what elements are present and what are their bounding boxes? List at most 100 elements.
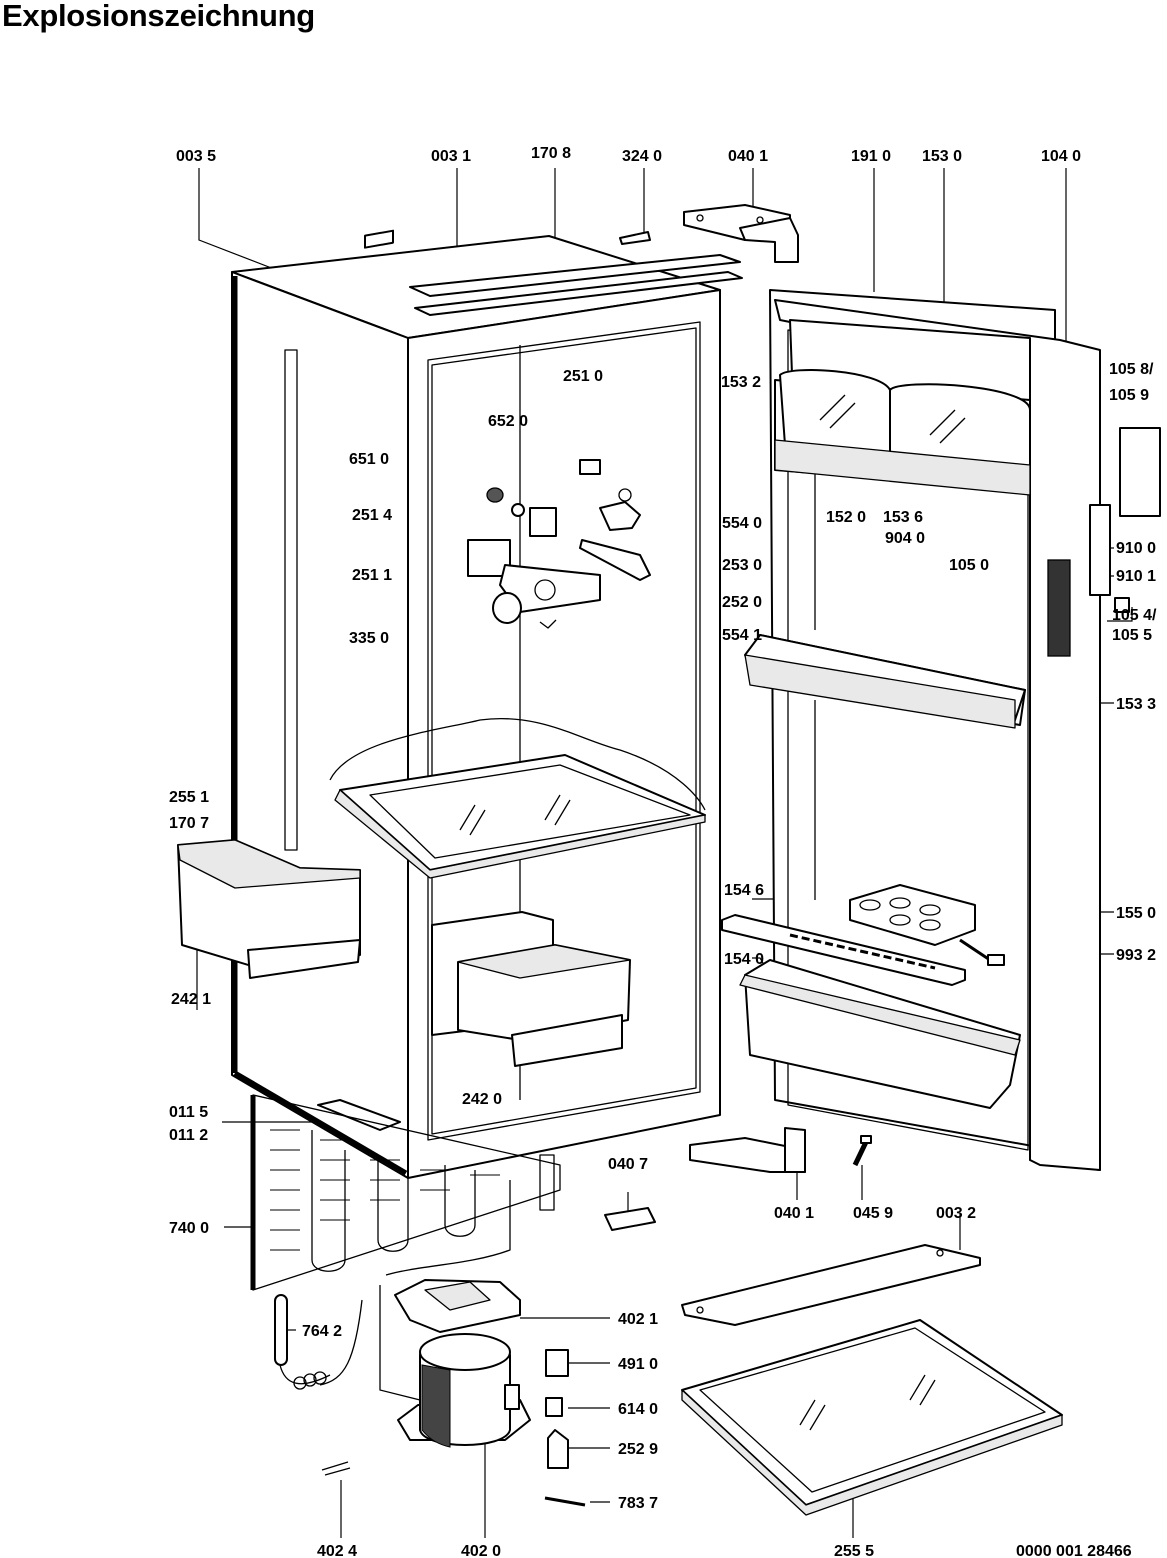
label-4020: 402 0 bbox=[461, 1543, 501, 1558]
refrigerator-cabinet bbox=[231, 235, 721, 1179]
label-1040: 104 0 bbox=[1041, 148, 1081, 165]
label-0401-bottom: 040 1 bbox=[774, 1205, 814, 1222]
label-0459: 045 9 bbox=[853, 1205, 893, 1222]
label-1707: 170 7 bbox=[169, 815, 209, 832]
part-9932 bbox=[959, 938, 1005, 966]
label-2511: 251 1 bbox=[352, 567, 392, 584]
label-5540: 554 0 bbox=[722, 515, 762, 532]
cutaway-outline bbox=[329, 718, 706, 811]
label-7400: 740 0 bbox=[169, 1220, 209, 1237]
bracket-0115 bbox=[317, 1099, 401, 1131]
glass-shelf-2551 bbox=[334, 754, 706, 879]
label-1055: 105 5 bbox=[1112, 627, 1152, 644]
label-7837: 783 7 bbox=[618, 1495, 658, 1512]
label-0112: 011 2 bbox=[169, 1127, 208, 1144]
label-1546: 154 6 bbox=[724, 882, 764, 899]
page-title: Explosionszeichnung bbox=[2, 0, 315, 33]
label-2510: 251 0 bbox=[563, 368, 603, 385]
part-2514 bbox=[511, 503, 525, 517]
label-1540: 154 0 bbox=[724, 951, 764, 968]
clip-0035 bbox=[364, 229, 394, 249]
label-1520: 152 0 bbox=[826, 509, 866, 526]
egg-tray bbox=[849, 884, 976, 946]
part-6140 bbox=[545, 1397, 563, 1417]
glass-shelf-2555 bbox=[681, 1319, 1063, 1516]
label-1050: 105 0 bbox=[949, 557, 989, 574]
condenser-7400 bbox=[250, 1094, 561, 1291]
document-number: 0000 001 28466 bbox=[1016, 1543, 1132, 1558]
label-3350: 335 0 bbox=[349, 630, 389, 647]
label-1910: 191 0 bbox=[851, 148, 891, 165]
door-shelf-1533 bbox=[744, 634, 1026, 729]
bottom-hinge bbox=[689, 1127, 806, 1173]
drain-channel-1707 bbox=[284, 349, 298, 851]
label-2520: 252 0 bbox=[722, 594, 762, 611]
crisper-drawer-2420 bbox=[457, 944, 631, 1067]
label-0401-top: 040 1 bbox=[728, 148, 768, 165]
label-2421: 242 1 bbox=[171, 991, 211, 1008]
label-2514: 251 4 bbox=[352, 507, 392, 524]
plate-0407 bbox=[604, 1207, 656, 1231]
label-1532: 153 2 bbox=[721, 374, 761, 391]
label-0115: 011 5 bbox=[169, 1104, 208, 1121]
label-3240: 324 0 bbox=[622, 148, 662, 165]
part-6510 bbox=[486, 487, 504, 503]
compressor-4020 bbox=[397, 1333, 531, 1448]
butter-compartment bbox=[774, 319, 1031, 496]
label-9932: 993 2 bbox=[1116, 947, 1156, 964]
knob-3350 bbox=[492, 592, 522, 624]
refrigerator-door bbox=[769, 289, 1101, 1171]
part-number-labels: 003 5 003 1 170 8 324 0 040 1 191 0 153 … bbox=[169, 145, 1157, 1558]
label-1059: 105 9 bbox=[1109, 387, 1149, 404]
label-2555: 255 5 bbox=[834, 1543, 874, 1558]
part-2510 bbox=[579, 459, 601, 475]
refrigerant-piping bbox=[319, 1180, 511, 1401]
top-hinge bbox=[683, 204, 799, 263]
label-7642: 764 2 bbox=[302, 1323, 342, 1340]
clip-4024 bbox=[321, 1461, 351, 1476]
label-1550: 155 0 bbox=[1116, 905, 1156, 922]
part-2529 bbox=[547, 1429, 569, 1469]
part-2530 bbox=[579, 539, 651, 581]
label-2420: 242 0 bbox=[462, 1091, 502, 1108]
relay-4910 bbox=[545, 1349, 569, 1377]
label-1708: 170 8 bbox=[531, 145, 571, 162]
label-0407: 040 7 bbox=[608, 1156, 648, 1173]
label-2551: 255 1 bbox=[169, 789, 209, 806]
label-2530: 253 0 bbox=[722, 557, 762, 574]
part-2520 bbox=[499, 564, 601, 613]
electrical-parts bbox=[321, 1349, 586, 1507]
part-5540 bbox=[599, 501, 641, 531]
trim-strip-0032 bbox=[681, 1244, 981, 1326]
label-1054: 105 4/ bbox=[1112, 607, 1157, 624]
part-7837 bbox=[544, 1496, 586, 1507]
label-6140: 614 0 bbox=[618, 1401, 658, 1418]
label-9040: 904 0 bbox=[885, 530, 925, 547]
label-4021: 402 1 bbox=[618, 1311, 658, 1328]
label-1536: 153 6 bbox=[883, 509, 923, 526]
top-trim-strips bbox=[364, 229, 743, 316]
label-4024: 402 4 bbox=[317, 1543, 357, 1558]
thermostat-light-assembly bbox=[467, 459, 651, 629]
filter-dryer-7642 bbox=[274, 1294, 331, 1390]
trim-strip-1708 bbox=[414, 271, 743, 316]
label-0035: 003 5 bbox=[176, 148, 216, 165]
clip-3240 bbox=[619, 231, 651, 245]
bottle-rail-1546 bbox=[721, 914, 966, 986]
compressor-mount-4021 bbox=[394, 1279, 521, 1333]
part-5541 bbox=[539, 619, 557, 629]
label-1530: 153 0 bbox=[922, 148, 962, 165]
label-1058: 105 8/ bbox=[1109, 361, 1154, 378]
label-9100: 910 0 bbox=[1116, 540, 1156, 557]
screw-0459 bbox=[852, 1135, 872, 1167]
label-0031: 003 1 bbox=[431, 148, 471, 165]
label-6520: 652 0 bbox=[488, 413, 528, 430]
label-4910: 491 0 bbox=[618, 1356, 658, 1373]
door-side-hardware bbox=[1089, 427, 1161, 613]
label-5541: 554 1 bbox=[722, 627, 762, 644]
label-9101: 910 1 bbox=[1116, 568, 1156, 585]
bottle-shelf-1540 bbox=[739, 959, 1021, 1109]
cabinet-left-side bbox=[231, 271, 409, 1179]
cabinet-inner-liner bbox=[427, 321, 701, 1141]
